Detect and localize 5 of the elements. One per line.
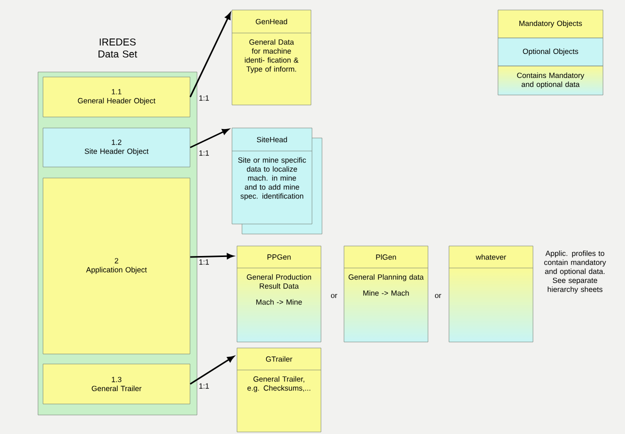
arrow (190, 12, 231, 98)
node-label: IREDES Data Set (98, 38, 138, 58)
arrow (190, 253, 234, 260)
arrow (190, 128, 229, 148)
arrow (190, 356, 234, 385)
